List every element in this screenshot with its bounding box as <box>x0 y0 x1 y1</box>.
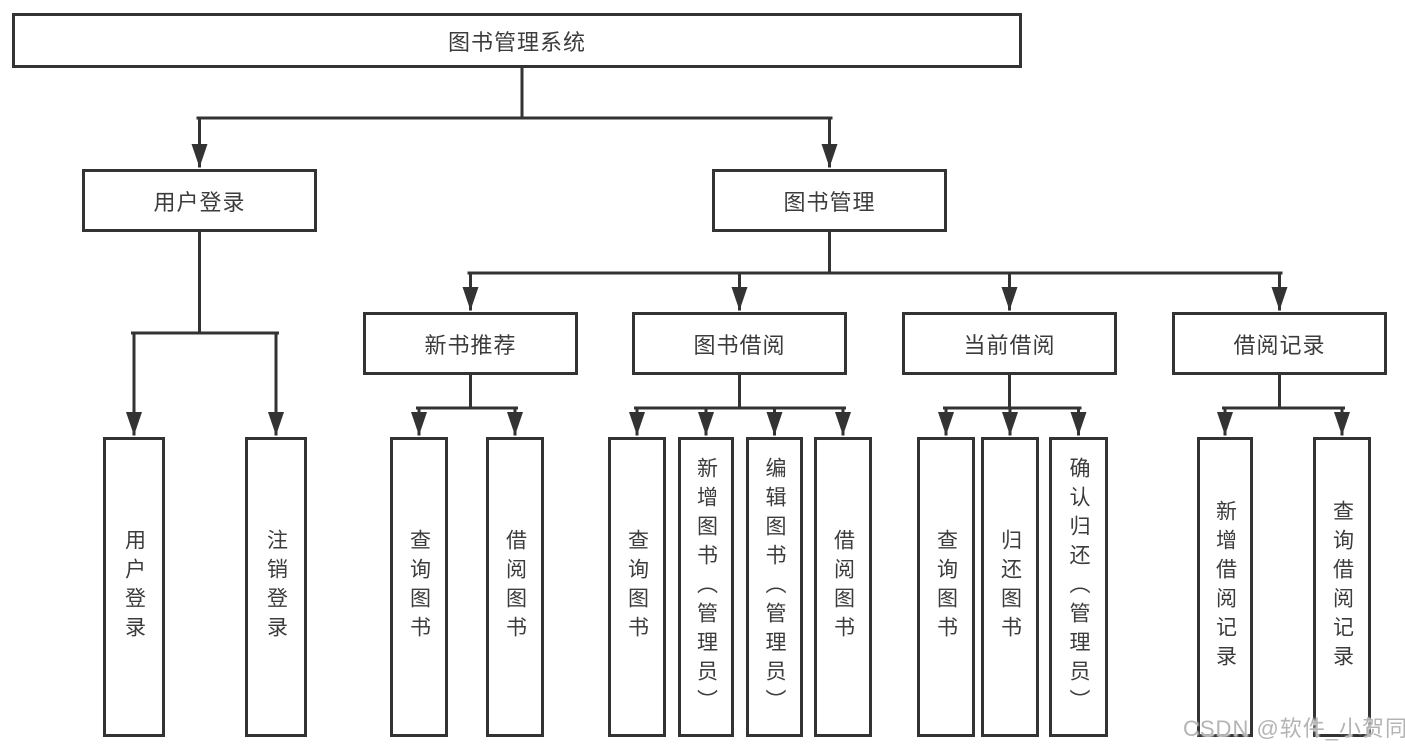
node-new-book-recommendation: 新书推荐 <box>363 312 578 375</box>
leaf-query-borrow-record: 查询借阅记录 <box>1313 437 1371 737</box>
leaf-add-books-admin: 新增图书（管理员） <box>678 437 734 737</box>
leaf-label: 归还图书 <box>998 529 1022 645</box>
leaf-label: 借阅图书 <box>503 529 527 645</box>
leaf-query-books-2: 查询图书 <box>608 437 666 737</box>
leaf-borrow-books-2: 借阅图书 <box>814 437 872 737</box>
node-library-management-system: 图书管理系统 <box>12 13 1022 68</box>
leaf-logout: 注销登录 <box>245 437 307 737</box>
node-user-login-branch: 用户登录 <box>82 169 317 232</box>
leaf-label: 查询借阅记录 <box>1330 500 1354 674</box>
leaf-label: 编辑图书（管理员） <box>763 456 786 718</box>
leaf-label: 查询图书 <box>407 529 431 645</box>
leaf-query-books-3: 查询图书 <box>917 437 975 737</box>
node-label: 图书借阅 <box>693 332 786 358</box>
leaf-label: 借阅图书 <box>831 529 855 645</box>
leaf-label: 新增借阅记录 <box>1213 500 1237 674</box>
leaf-label: 新增图书（管理员） <box>694 456 718 718</box>
node-current-borrowing: 当前借阅 <box>902 312 1117 375</box>
connector-group <box>126 66 1350 436</box>
leaf-label: 注销登录 <box>264 529 288 645</box>
leaf-user-login: 用户登录 <box>103 437 165 737</box>
node-label: 当前借阅 <box>963 332 1056 358</box>
node-book-borrowing: 图书借阅 <box>632 312 847 375</box>
leaf-return-books: 归还图书 <box>981 437 1039 737</box>
node-book-management-branch: 图书管理 <box>712 169 947 232</box>
node-label: 用户登录 <box>153 189 246 215</box>
leaf-label: 用户登录 <box>122 529 146 645</box>
leaf-confirm-return-admin: 确认归还（管理员） <box>1049 437 1108 737</box>
csdn-watermark: CSDN @软件_小贺同学 <box>1183 716 1405 741</box>
leaf-label: 查询图书 <box>625 529 649 645</box>
leaf-add-borrow-record: 新增借阅记录 <box>1197 437 1253 737</box>
node-borrowing-records: 借阅记录 <box>1172 312 1387 375</box>
leaf-label: 确认归还（管理员） <box>1067 456 1090 718</box>
leaf-query-books-1: 查询图书 <box>390 437 448 737</box>
leaf-label: 查询图书 <box>934 529 958 645</box>
leaf-borrow-books-1: 借阅图书 <box>486 437 544 737</box>
node-label: 图书管理系统 <box>447 29 586 55</box>
leaf-edit-books-admin: 编辑图书（管理员） <box>746 437 803 737</box>
node-label: 借阅记录 <box>1233 332 1326 358</box>
node-label: 新书推荐 <box>424 332 517 358</box>
node-label: 图书管理 <box>783 189 876 215</box>
